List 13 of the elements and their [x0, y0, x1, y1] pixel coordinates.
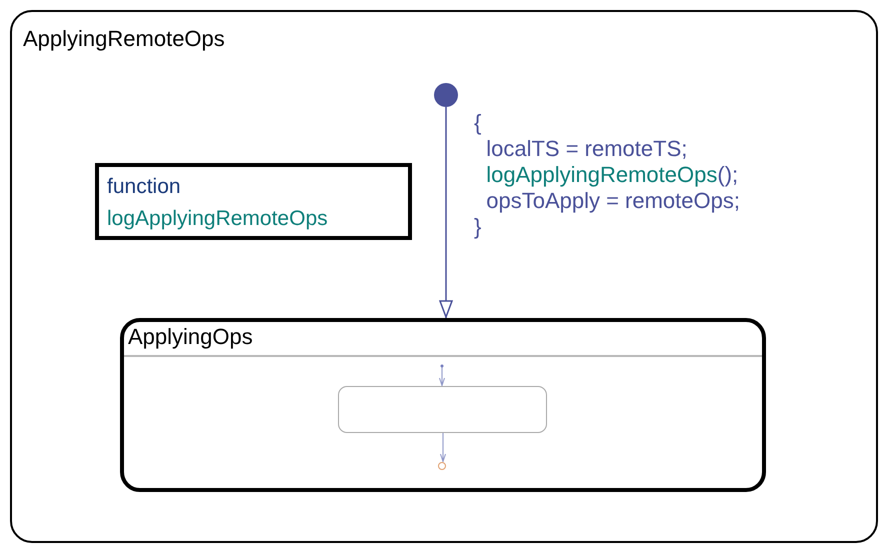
state-name: ApplyingOps — [128, 324, 253, 350]
final-state-circle — [438, 462, 446, 470]
state-box — [120, 318, 766, 492]
state-box — [10, 10, 878, 543]
transition-arrow — [439, 107, 453, 318]
state-box — [338, 386, 547, 433]
transition-arrow — [439, 364, 445, 386]
state-name: ApplyingRemoteOps — [23, 26, 225, 52]
function-box — [95, 163, 412, 240]
function-name: logApplyingRemoteOps — [107, 206, 329, 232]
initial-state-dot — [434, 83, 458, 107]
function-keyword: function — [107, 174, 182, 200]
transition-arrow — [440, 432, 446, 462]
